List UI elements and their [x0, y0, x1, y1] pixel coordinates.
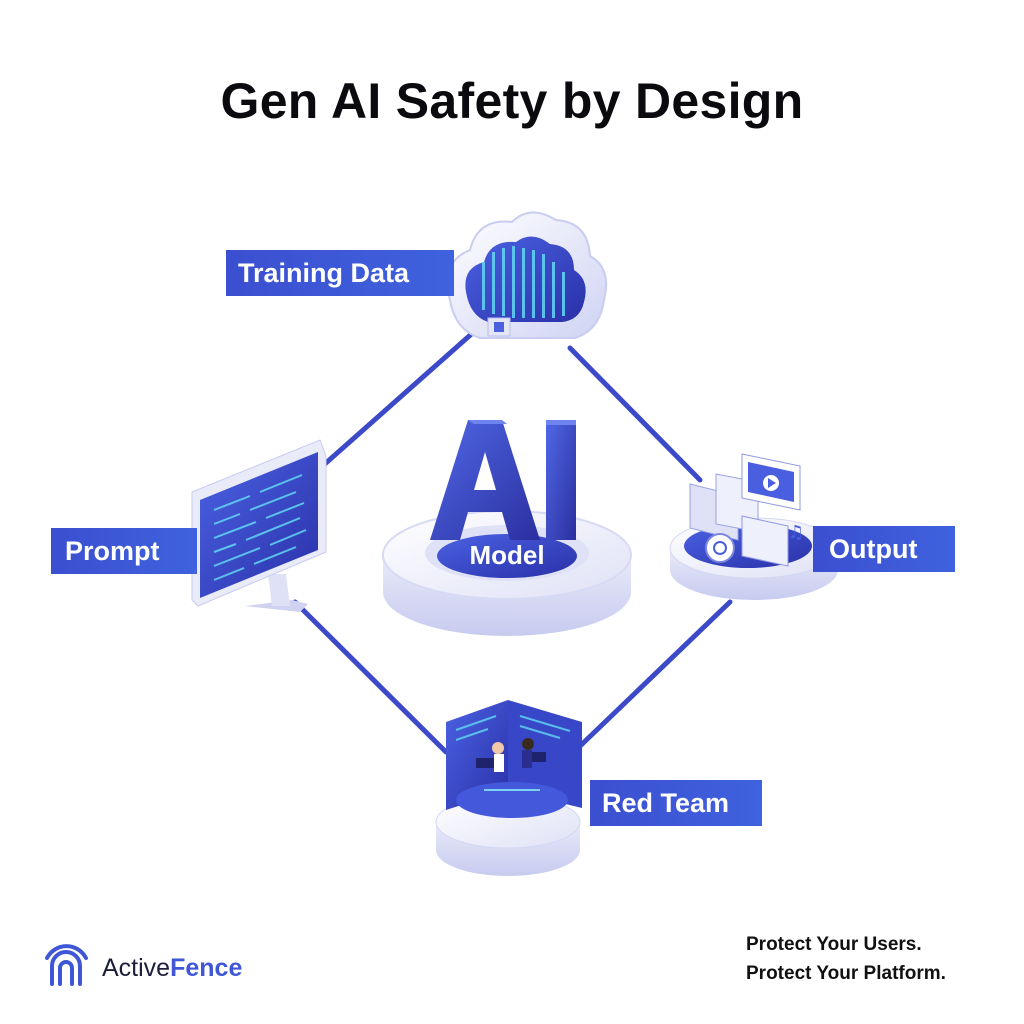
brand-name-part2: Fence [170, 953, 243, 982]
model-label: Model [469, 540, 545, 570]
line-prompt-to-redteam [292, 599, 449, 755]
brand-name: ActiveFence [102, 954, 242, 983]
activefence-logo-icon [45, 944, 88, 986]
tagline: Protect Your Users. Protect Your Platfor… [746, 930, 946, 988]
media-cards: ♫ [689, 453, 804, 567]
line-training-to-prompt [315, 319, 488, 473]
line-training-to-output [567, 345, 703, 483]
cloud-database-icon [446, 211, 608, 339]
label-prompt: Prompt [51, 528, 197, 574]
page-title: Gen AI Safety by Design [220, 73, 804, 129]
brand-name-part1: Active [102, 953, 171, 982]
label-red-team: Red Team [590, 780, 762, 826]
brand-logo: ActiveFence [50, 946, 242, 990]
tagline-line2: Protect Your Platform. [746, 963, 946, 984]
label-output: Output [813, 526, 955, 572]
red-team-icon [435, 700, 582, 876]
output-media-icon: ♫ [669, 453, 839, 600]
connector-lines [292, 319, 733, 755]
svg-text:♫: ♫ [788, 522, 804, 543]
monitor-icon [191, 439, 327, 612]
line-output-to-redteam [575, 599, 733, 751]
ai-model-platform [382, 420, 632, 636]
ai-letters-icon [430, 420, 576, 540]
label-training-data: Training Data [226, 250, 454, 296]
tagline-line1: Protect Your Users. [746, 934, 922, 955]
